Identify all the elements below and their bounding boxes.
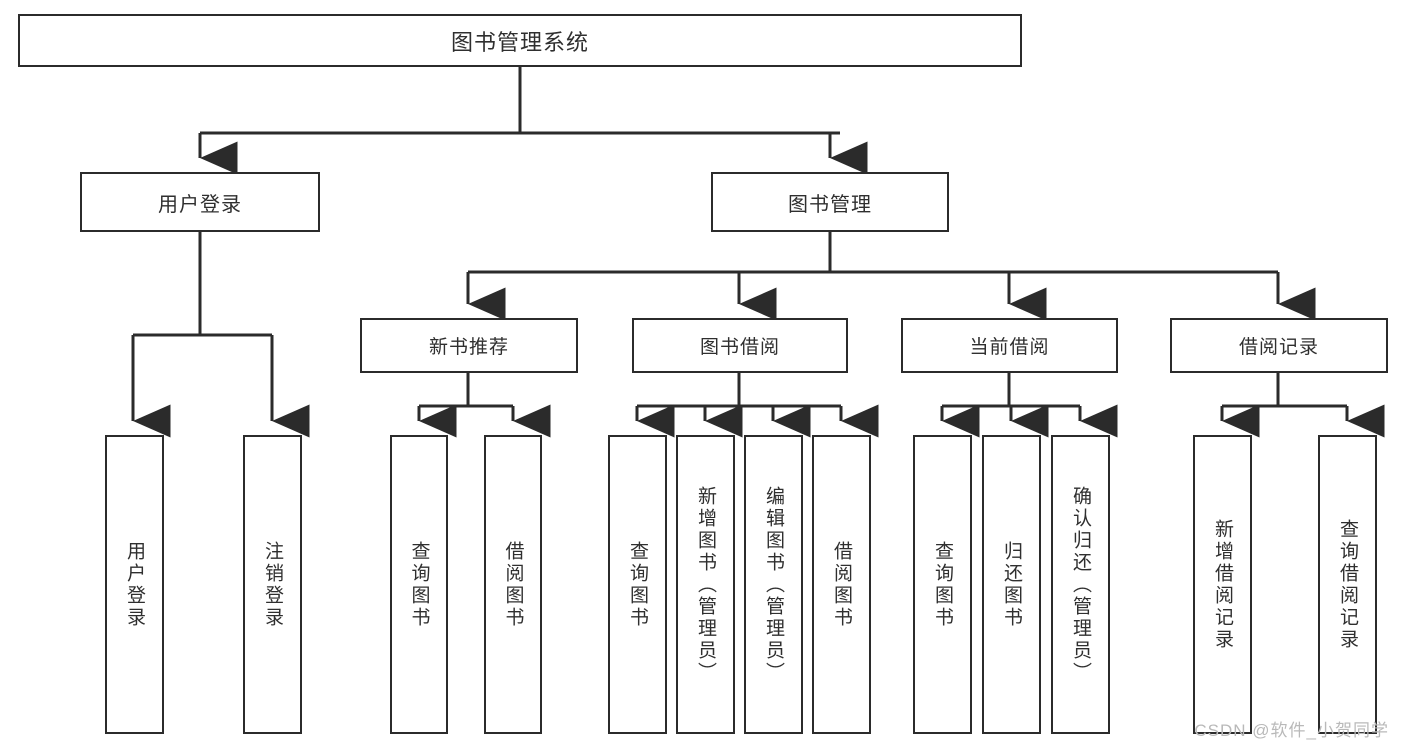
node-borrow-record-label: 借阅记录 (1238, 337, 1319, 358)
leaf-current-query-book[interactable]: 查询图书 (913, 435, 972, 734)
node-user-login-label: 用户登录 (158, 193, 242, 216)
node-book-management[interactable]: 图书管理 (711, 172, 949, 232)
leaf-borrow-add-book-admin-label: 新增图书（管理员） (695, 485, 716, 684)
node-new-book-recommend[interactable]: 新书推荐 (360, 318, 578, 373)
leaf-current-return-book-label: 归还图书 (1001, 540, 1022, 629)
leaf-recommend-borrow-book-label: 借阅图书 (502, 540, 524, 629)
leaf-user-login[interactable]: 用户登录 (105, 435, 164, 734)
node-borrow-record[interactable]: 借阅记录 (1170, 318, 1388, 373)
leaf-recommend-query-book-label: 查询图书 (408, 540, 430, 629)
node-root[interactable]: 图书管理系统 (18, 14, 1022, 67)
leaf-user-logout-label: 注销登录 (262, 540, 283, 629)
watermark: CSDN @软件_小贺同学 (1194, 721, 1389, 740)
leaf-record-add-borrow-record[interactable]: 新增借阅记录 (1193, 435, 1252, 734)
leaf-borrow-add-book-admin[interactable]: 新增图书（管理员） (676, 435, 735, 734)
leaf-borrow-edit-book-admin-label: 编辑图书（管理员） (763, 485, 784, 684)
leaf-record-query-borrow-record[interactable]: 查询借阅记录 (1318, 435, 1377, 734)
node-root-label: 图书管理系统 (450, 29, 589, 55)
leaf-borrow-edit-book-admin[interactable]: 编辑图书（管理员） (744, 435, 803, 734)
node-current-borrow-label: 当前借阅 (969, 337, 1050, 358)
leaf-user-login-label: 用户登录 (124, 540, 145, 629)
leaf-current-return-book[interactable]: 归还图书 (982, 435, 1041, 734)
node-book-borrow-label: 图书借阅 (699, 337, 780, 358)
leaf-user-logout[interactable]: 注销登录 (243, 435, 302, 734)
leaf-recommend-query-book[interactable]: 查询图书 (390, 435, 448, 734)
node-new-book-recommend-label: 新书推荐 (428, 337, 509, 358)
leaf-record-add-borrow-record-label: 新增借阅记录 (1212, 518, 1233, 651)
leaf-record-query-borrow-record-label: 查询借阅记录 (1337, 518, 1358, 651)
leaf-borrow-borrow-book-label: 借阅图书 (831, 540, 852, 629)
leaf-borrow-query-book-label: 查询图书 (627, 540, 648, 629)
leaf-current-confirm-return-admin-label: 确认归还（管理员） (1070, 485, 1091, 684)
node-user-login[interactable]: 用户登录 (80, 172, 320, 232)
leaf-current-confirm-return-admin[interactable]: 确认归还（管理员） (1051, 435, 1110, 734)
node-current-borrow[interactable]: 当前借阅 (901, 318, 1118, 373)
leaf-borrow-borrow-book[interactable]: 借阅图书 (812, 435, 871, 734)
node-book-borrow[interactable]: 图书借阅 (632, 318, 848, 373)
leaf-current-query-book-label: 查询图书 (932, 540, 953, 629)
leaf-borrow-query-book[interactable]: 查询图书 (608, 435, 667, 734)
leaf-recommend-borrow-book[interactable]: 借阅图书 (484, 435, 542, 734)
node-book-management-label: 图书管理 (788, 193, 872, 216)
